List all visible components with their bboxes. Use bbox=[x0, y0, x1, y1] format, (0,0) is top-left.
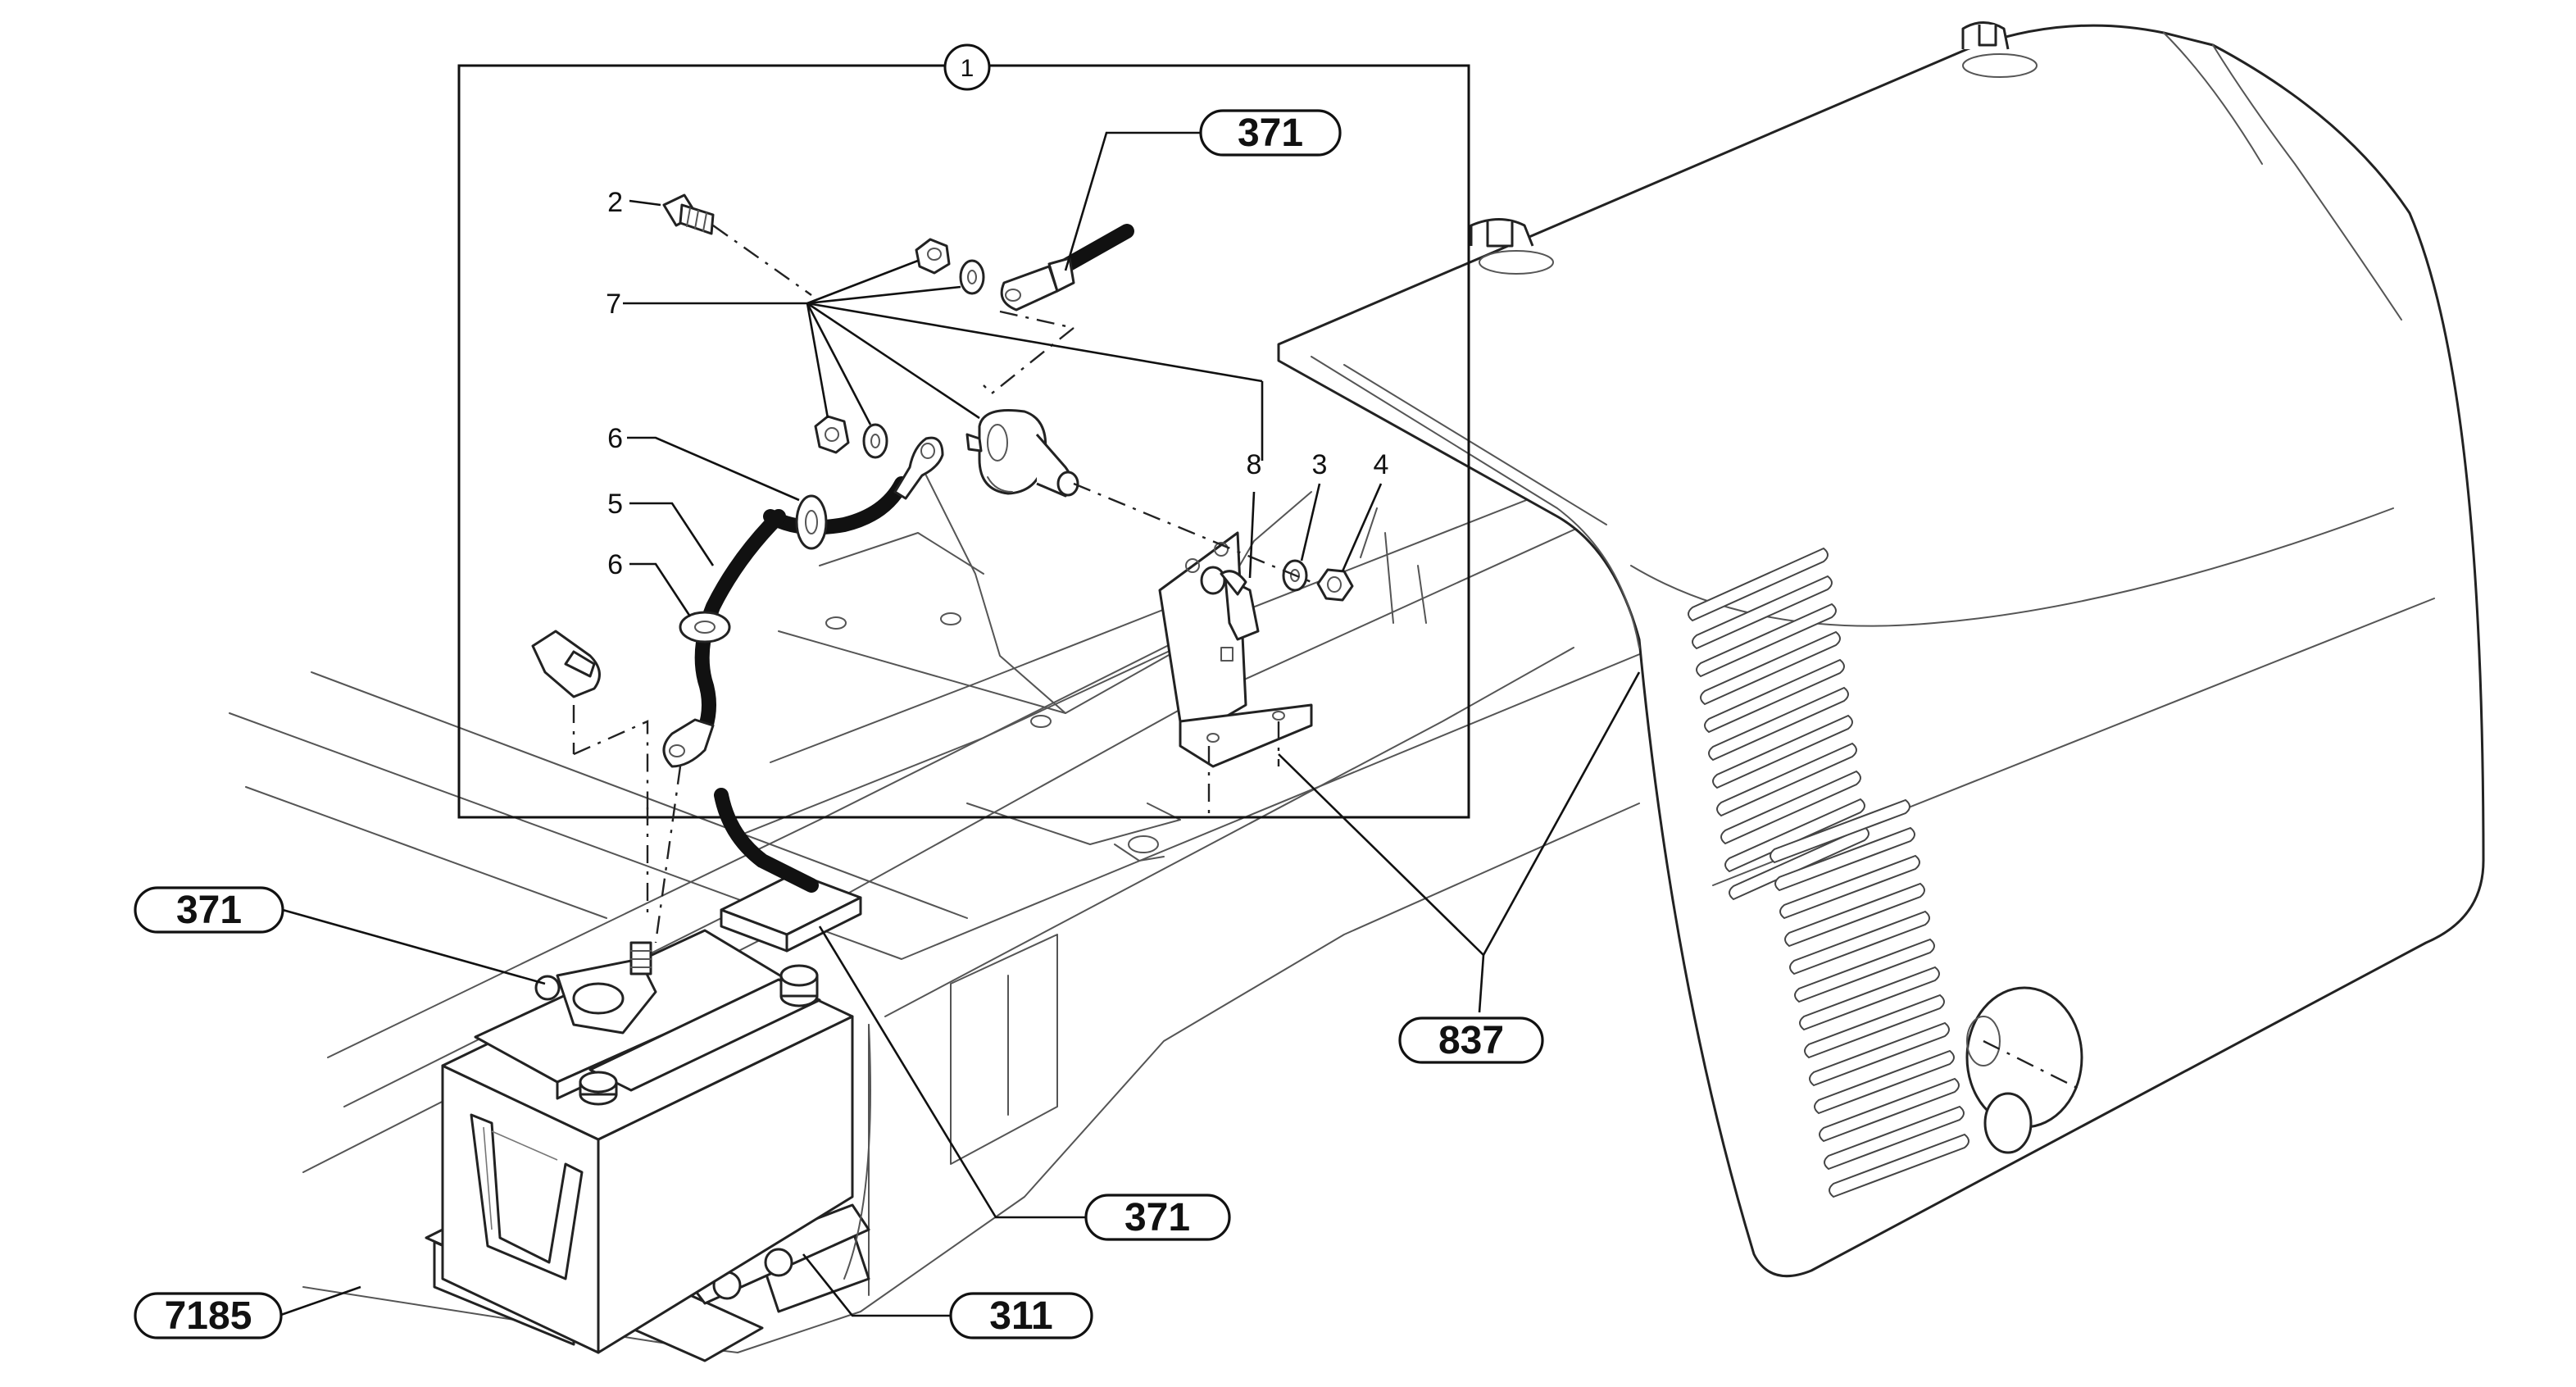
engine-hood bbox=[1277, 21, 2485, 1278]
switch-lever bbox=[1220, 570, 1260, 641]
item-number-grommet-upper: 6 bbox=[607, 423, 623, 454]
vent-slot bbox=[1708, 686, 1849, 762]
vent-slot bbox=[1794, 938, 1935, 1003]
reference-pill-frame: 7185 bbox=[134, 1292, 283, 1339]
nut-lower bbox=[814, 415, 850, 454]
bolt bbox=[662, 193, 812, 296]
vent-slot bbox=[1700, 630, 1841, 706]
chassis-frame bbox=[229, 458, 1656, 1353]
item-number-cable-main: 5 bbox=[607, 489, 623, 520]
reference-pill-terminal-cable: 371 bbox=[1199, 109, 1342, 157]
vent-slot bbox=[1829, 1133, 1969, 1198]
hood-vents-upper bbox=[1688, 547, 1870, 901]
vent-slot bbox=[1779, 854, 1920, 920]
reference-label: 7185 bbox=[165, 1294, 252, 1338]
item-number-washer-right: 3 bbox=[1312, 449, 1328, 480]
hood-hook-top bbox=[1961, 21, 2038, 78]
reference-label: 371 bbox=[1238, 111, 1303, 155]
vent-slot bbox=[1799, 966, 1940, 1031]
vent-slot bbox=[1804, 994, 1945, 1059]
vent-slot bbox=[1720, 770, 1861, 845]
main-cable bbox=[646, 509, 786, 944]
washer-lower bbox=[862, 423, 888, 459]
wing-nut bbox=[531, 630, 649, 820]
vent-slot bbox=[1770, 798, 1910, 864]
hood-hook-mid bbox=[1470, 218, 1554, 275]
vent-slot bbox=[1688, 547, 1829, 622]
vent-slot bbox=[1704, 658, 1845, 734]
hood-opening bbox=[1965, 986, 2083, 1154]
vent-slot bbox=[1716, 742, 1857, 817]
callout-frame: 1 bbox=[457, 43, 1470, 819]
upper-cable bbox=[763, 436, 944, 550]
reference-pill-engine-hood: 837 bbox=[1398, 1016, 1544, 1064]
reference-label: 311 bbox=[989, 1294, 1052, 1338]
item-number-bolt: 2 bbox=[607, 187, 623, 218]
battery-switch bbox=[965, 408, 1079, 498]
reference-label: 371 bbox=[176, 889, 242, 932]
vent-slot bbox=[1724, 798, 1865, 873]
leaders bbox=[278, 131, 1641, 1317]
terminal-cable bbox=[983, 224, 1134, 395]
frame-label: 1 bbox=[961, 55, 975, 82]
lower-cable bbox=[714, 788, 819, 893]
item-number-switch-lever: 8 bbox=[1247, 449, 1262, 480]
hood-vents-lower bbox=[1770, 798, 1969, 1198]
reference-pill-battery-cover: 371 bbox=[1084, 1194, 1231, 1241]
vent-slot bbox=[1712, 714, 1853, 789]
item-number-grommet-lower: 6 bbox=[607, 549, 623, 580]
vent-slot bbox=[1784, 882, 1925, 948]
reference-label: 837 bbox=[1438, 1019, 1504, 1062]
item-numbers: 2 7 6 5 6 8 3 4 bbox=[606, 187, 1388, 580]
vent-slot bbox=[1696, 603, 1837, 678]
vent-slot bbox=[1692, 575, 1833, 650]
nut-upper bbox=[915, 238, 951, 275]
vent-slot bbox=[1824, 1105, 1965, 1171]
vent-slot bbox=[1789, 910, 1930, 975]
battery-cover bbox=[720, 871, 862, 953]
vent-slot bbox=[1819, 1077, 1960, 1143]
washer-upper bbox=[959, 259, 985, 295]
reference-label: 371 bbox=[1124, 1196, 1190, 1239]
vent-slot bbox=[1774, 826, 1915, 892]
vent-slot bbox=[1809, 1021, 1950, 1087]
reference-pill-battery-clamp: 371 bbox=[134, 886, 284, 934]
vent-slot bbox=[1814, 1049, 1955, 1115]
item-number-nut-right: 4 bbox=[1374, 449, 1389, 480]
switch-bracket bbox=[1158, 531, 1313, 816]
nut-right bbox=[1316, 568, 1354, 602]
item-number-nuts-washers: 7 bbox=[606, 289, 621, 320]
reference-pill-battery-bracket: 311 bbox=[949, 1292, 1093, 1339]
